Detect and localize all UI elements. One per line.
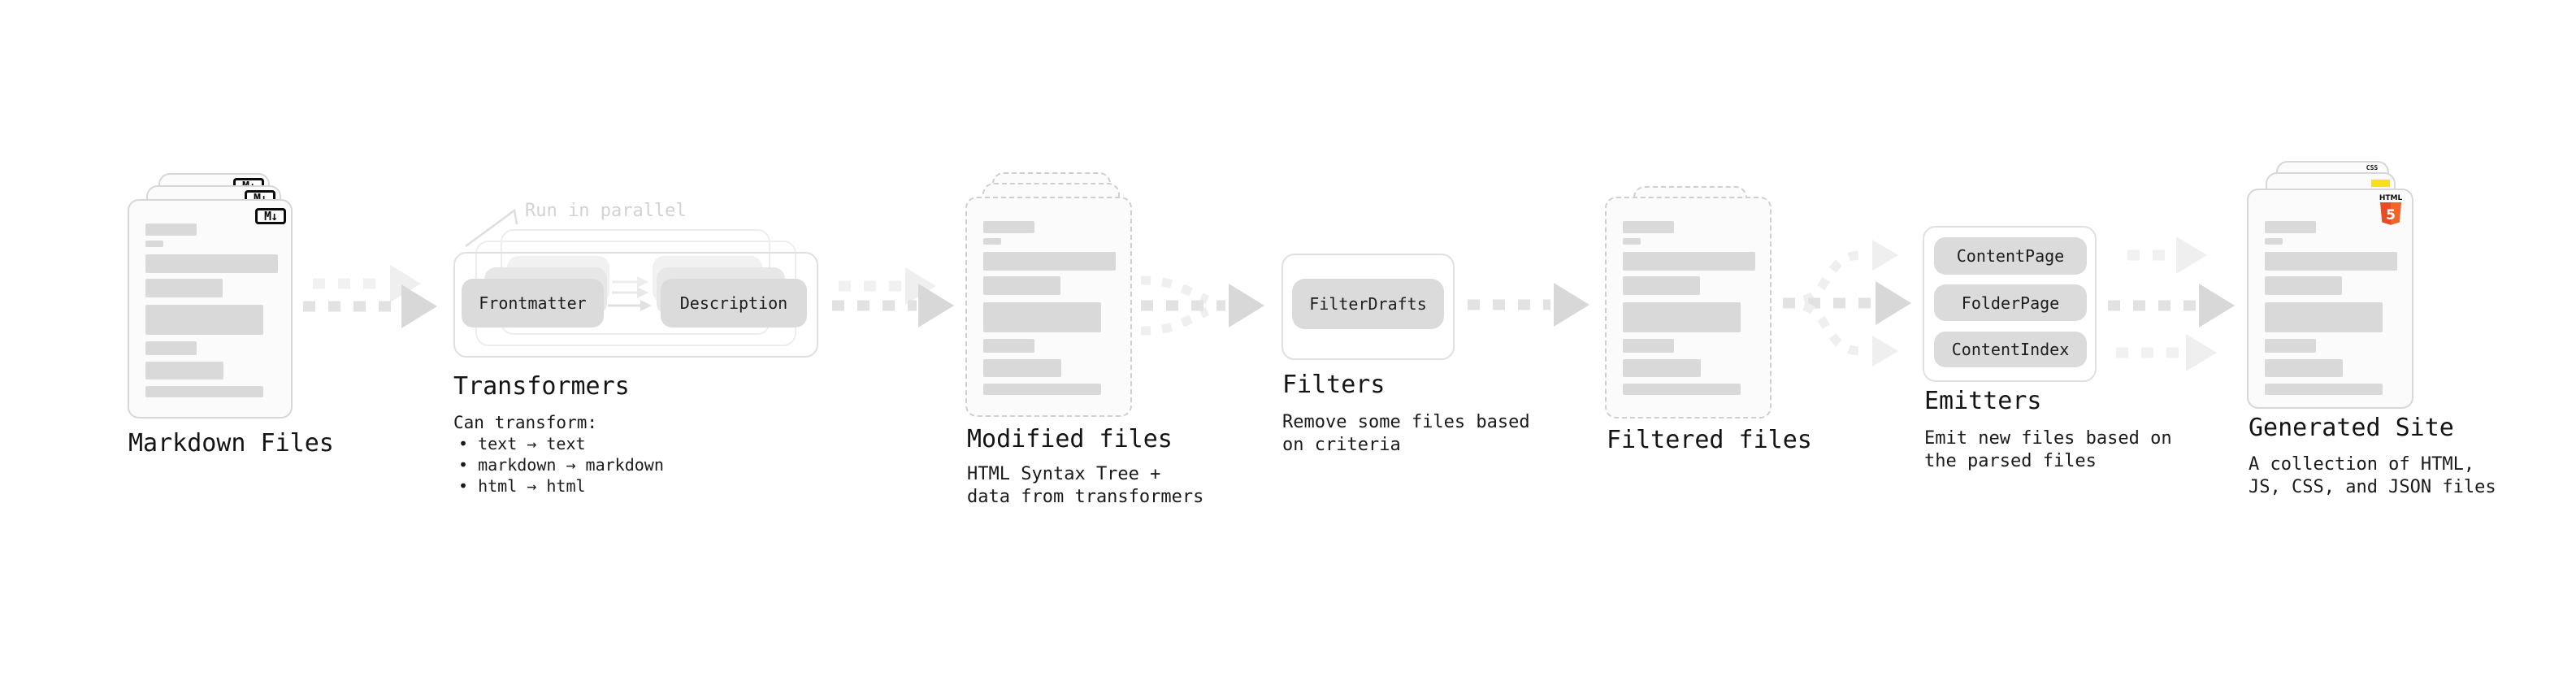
text-line-placeholder: [2265, 221, 2316, 233]
text-line-placeholder: [145, 386, 263, 397]
contentpage-pill: ContentPage: [1934, 237, 2087, 275]
text-line-placeholder: [1623, 252, 1755, 271]
generated-site-label: Generated Site: [2249, 414, 2454, 442]
text-line-placeholder: [145, 223, 197, 236]
contentindex-pill: ContentIndex: [1934, 332, 2087, 367]
html5-icon: HTML 5: [2379, 194, 2403, 225]
text-line-placeholder: [2265, 359, 2343, 377]
text-line-placeholder: [983, 221, 1034, 233]
text-line-placeholder: [145, 241, 163, 247]
text-line-placeholder: [1623, 384, 1741, 395]
text-line-placeholder: [983, 238, 1001, 245]
text-line-placeholder: [1623, 302, 1741, 332]
text-line-placeholder: [983, 359, 1061, 377]
run-in-parallel-note: Run in parallel: [525, 201, 687, 221]
text-line-placeholder: [1623, 359, 1701, 377]
emitters-desc: Emit new files based on the parsed files: [1924, 428, 2172, 471]
svg-text:5: 5: [2386, 207, 2396, 223]
arrow-fork-into-emitters-icon: [1783, 240, 1911, 367]
filters-desc: Remove some files based on criteria: [1282, 412, 1530, 455]
generated-site-desc: A collection of HTML, JS, CSS, and JSON …: [2249, 454, 2496, 497]
transformers-desc-heading: Can transform:: [453, 413, 598, 432]
markdown-files-label: Markdown Files: [128, 429, 334, 458]
filtered-files-label: Filtered files: [1607, 426, 1812, 454]
frontmatter-pill: Frontmatter: [462, 279, 604, 327]
transformers-label: Transformers: [453, 372, 630, 401]
arrow-filters-to-filtered-icon: [1468, 283, 1589, 327]
svg-text:HTML: HTML: [2379, 194, 2403, 202]
markdown-file-card: M↓: [128, 199, 293, 419]
folderpage-pill: FolderPage: [1934, 284, 2087, 321]
text-line-placeholder: [145, 279, 223, 297]
text-line-placeholder: [1623, 221, 1674, 233]
markdown-icon: M↓: [255, 208, 286, 224]
text-line-placeholder: [2265, 302, 2383, 332]
text-line-placeholder: [983, 302, 1101, 332]
text-line-placeholder: [2265, 252, 2397, 271]
arrow-markdown-to-transformers-icon: [303, 265, 437, 328]
filters-label: Filters: [1282, 371, 1386, 399]
text-line-placeholder: [145, 341, 197, 355]
text-line-placeholder: [1623, 276, 1700, 295]
html-file-card: HTML 5: [2247, 189, 2413, 409]
js-icon: [2371, 180, 2390, 187]
filterdrafts-pill: FilterDrafts: [1292, 279, 1444, 329]
arrow-transformers-to-modified-icon: [832, 267, 954, 327]
text-line-placeholder: [1623, 238, 1641, 245]
transformers-bullet: • text → text: [458, 434, 586, 453]
text-line-placeholder: [983, 252, 1116, 271]
modified-files-desc: HTML Syntax Tree + data from transformer…: [967, 464, 1204, 507]
modified-file-card: [965, 197, 1132, 417]
text-line-placeholder: [145, 305, 263, 335]
text-line-placeholder: [1623, 339, 1674, 353]
description-pill: Description: [661, 279, 807, 327]
text-line-placeholder: [983, 276, 1060, 295]
text-line-placeholder: [983, 384, 1101, 395]
emitters-label: Emitters: [1924, 387, 2042, 415]
transformers-bullet: • html → html: [458, 476, 586, 496]
text-line-placeholder: [983, 339, 1034, 353]
text-line-placeholder: [2265, 384, 2383, 395]
arrow-emitters-to-site-icon: [2108, 236, 2235, 371]
text-line-placeholder: [2265, 238, 2283, 245]
modified-files-label: Modified files: [967, 425, 1173, 453]
transformers-bullet: • markdown → markdown: [458, 455, 664, 475]
arrow-merge-into-filters-icon: [1140, 275, 1264, 336]
transformer-frame: [453, 252, 818, 358]
text-line-placeholder: [2265, 339, 2316, 353]
text-line-placeholder: [2265, 276, 2342, 295]
filtered-file-card: [1605, 197, 1772, 419]
text-line-placeholder: [145, 362, 223, 380]
text-line-placeholder: [145, 254, 278, 273]
